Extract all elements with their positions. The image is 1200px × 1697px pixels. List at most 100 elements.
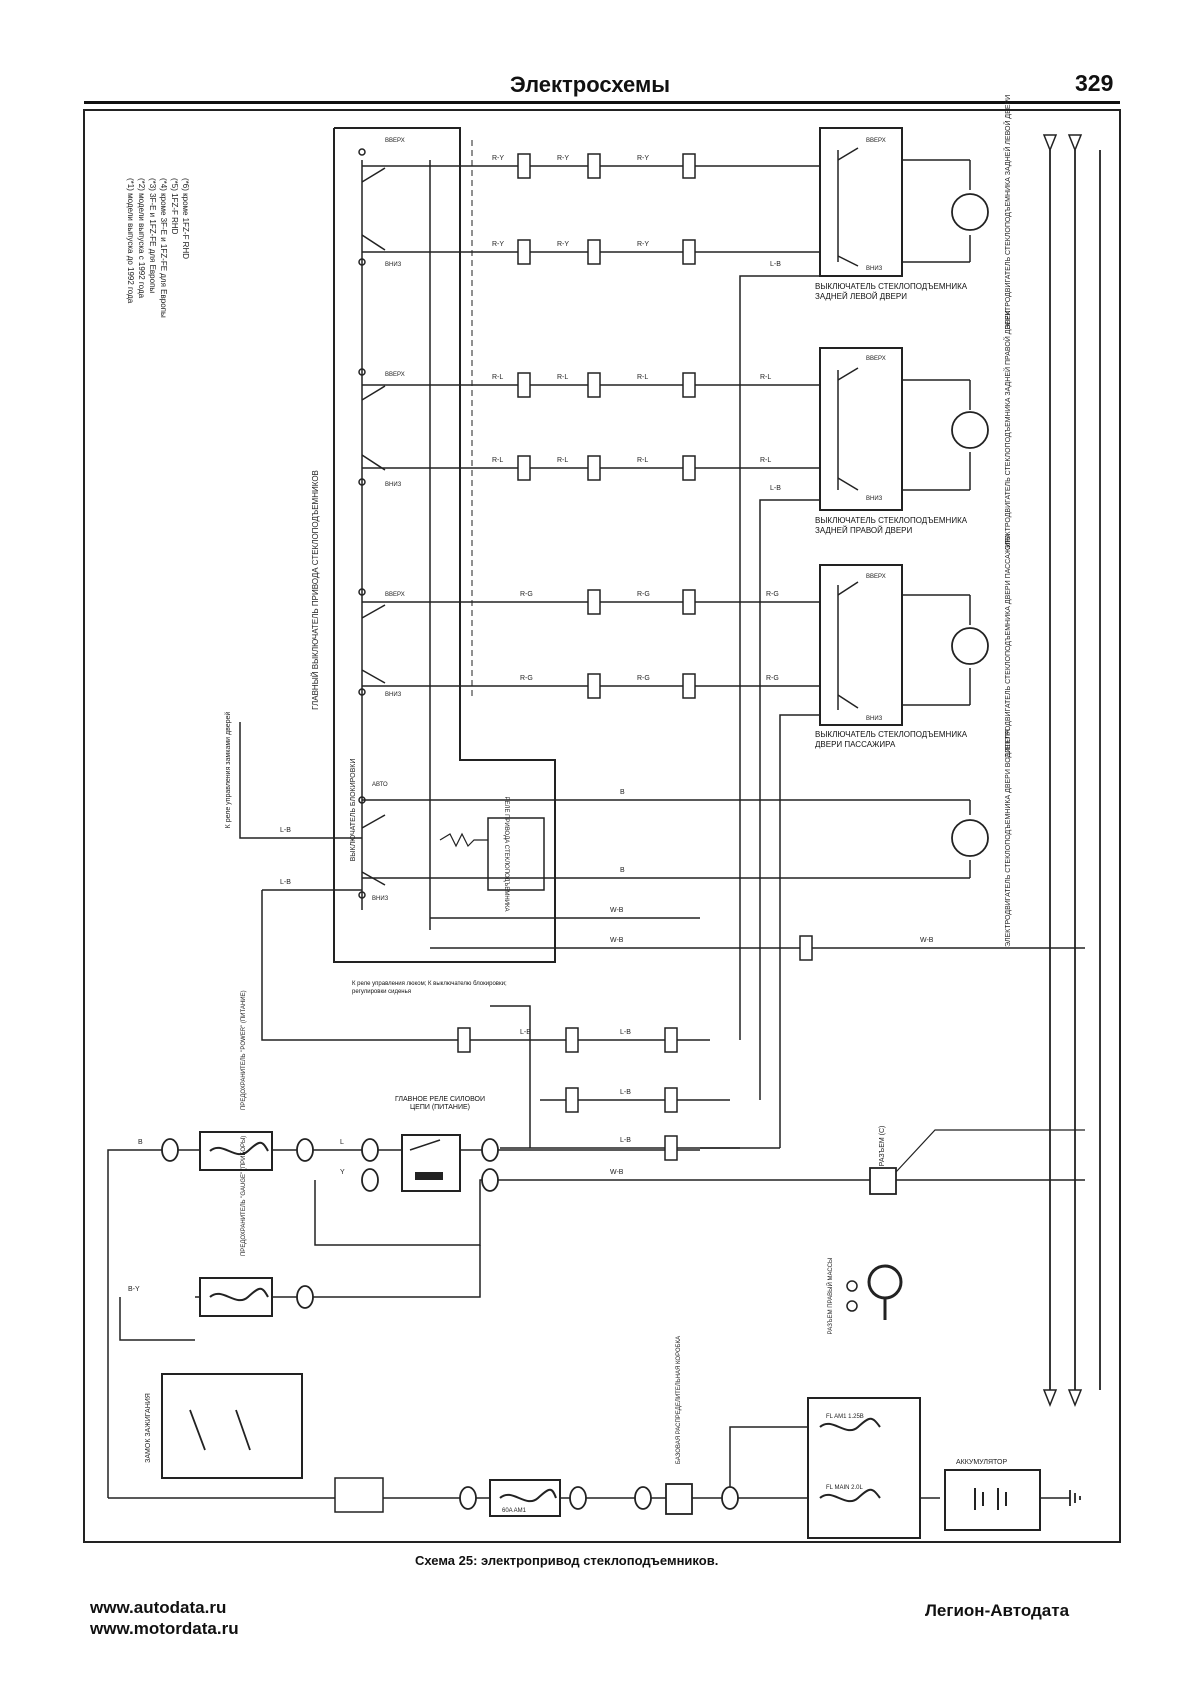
motor-driver-label: ЭЛЕКТРОДВИГАТЕЛЬ СТЕКЛОПОДЪЕМНИКА ДВЕРИ …: [1005, 729, 1012, 947]
rr-term-down: ВНИЗ: [866, 496, 883, 502]
fuse-power-element: [209, 1141, 269, 1156]
ps-term-up: ВВЕРХ: [866, 574, 886, 580]
motor-rear-right-label: ЭЛЕКТРОДВИГАТЕЛЬ СТЕКЛОПОДЪЕМНИКА ЗАДНЕЙ…: [1003, 310, 1012, 549]
ground-point-label: РАЗЪЕМ ПРАВЫЙ МАССЫ: [826, 1258, 834, 1335]
ps-term-down: ВНИЗ: [866, 716, 883, 722]
svg-text:РЕЛЕ ПРИВОДА СТЕКЛОПОДЪЕМНИКА: РЕЛЕ ПРИВОДА СТЕКЛОПОДЪЕМНИКА: [503, 796, 509, 911]
rear-right-switch-box: [819, 347, 903, 511]
motor-rear-left: [951, 193, 989, 231]
svg-text:РАЗЪЕМ ПРАВЫЙ МАССЫ: РАЗЪЕМ ПРАВЫЙ МАССЫ: [826, 1258, 834, 1335]
term-up-1: ВВЕРХ: [385, 138, 405, 144]
page-number: 329: [1075, 70, 1114, 96]
wire-label-rr-up-3: R-L: [637, 374, 648, 381]
svg-text:ЗАМОК ЗАЖИГАНИЯ: ЗАМОК ЗАЖИГАНИЯ: [145, 1393, 152, 1463]
wire-label-lb-7: L-B: [620, 1089, 631, 1096]
wire-label-lb-1: L-B: [770, 261, 781, 268]
svg-text:БАЗОВАЯ РАСПРЕДЕЛИТЕЛЬНАЯ КОРО: БАЗОВАЯ РАСПРЕДЕЛИТЕЛЬНАЯ КОРОБКА: [676, 1336, 682, 1464]
wire-label-ps-up-3: R-G: [766, 591, 779, 598]
door-switch-labels: ВЫКЛЮЧАТЕЛЬ СТЕКЛОПОДЪЕМНИКА ЗАДНЕЙ ЛЕВО…: [815, 282, 968, 749]
fuse-60a-element: [499, 1488, 557, 1503]
wire-label-rl-dn-2: R-Y: [557, 241, 569, 248]
ground-bolt-1: [846, 1280, 858, 1292]
term-down-3: ВНИЗ: [385, 692, 402, 698]
wire-label-rr-dn-2: R-L: [557, 457, 568, 464]
main-switch-box: [333, 127, 556, 963]
svg-text:ВЫКЛЮЧАТЕЛЬ БЛОКИРОВКИ: ВЫКЛЮЧАТЕЛЬ БЛОКИРОВКИ: [350, 759, 357, 862]
junction-box: [665, 1483, 693, 1515]
trunk-arrows: [1042, 134, 1083, 1408]
splice-c-label: РАЗЪЕМ (C): [879, 1126, 886, 1167]
wire-label-lb-5: L-B: [520, 1029, 531, 1036]
resistor: [439, 832, 488, 848]
svg-text:ЭЛЕКТРОДВИГАТЕЛЬ СТЕКЛОПОДЪЕМН: ЭЛЕКТРОДВИГАТЕЛЬ СТЕКЛОПОДЪЕМНИКА ЗАДНЕЙ…: [1003, 310, 1012, 549]
wire-label-wb-1: W-B: [610, 907, 624, 914]
wire-label-ps-up: R-G: [520, 591, 533, 598]
rear-right-switch-label: ВЫКЛЮЧАТЕЛЬ СТЕКЛОПОДЪЕМНИКА ЗАДНЕЙ ПРАВ…: [815, 516, 968, 535]
passenger-switch-box: [819, 564, 903, 726]
term-up-3: ВВЕРХ: [385, 592, 405, 598]
note-2: (*2) модели выпуска с 1992 года: [137, 178, 146, 299]
fusible-links-box: [807, 1397, 921, 1539]
wire-label-rl-dn-3: R-Y: [637, 241, 649, 248]
row-connectors: [517, 153, 813, 961]
figure-caption: Схема 25: электропривод стеклоподъемнико…: [415, 1553, 719, 1568]
term-down-4: ВНИЗ: [372, 896, 389, 902]
to-door-lock-label: К реле управления замками дверей: [224, 712, 232, 829]
wire-label-wb-2: W-B: [610, 937, 624, 944]
right-trunk-lines: [1049, 150, 1101, 1390]
rear-left-switch-label: ВЫКЛЮЧАТЕЛЬ СТЕКЛОПОДЪЕМНИКА ЗАДНЕЙ ЛЕВО…: [815, 282, 968, 301]
wire-label-l: L: [340, 1139, 344, 1146]
wire-label-lb-3: L-B: [280, 827, 291, 834]
svg-text:РАЗЪЕМ (C): РАЗЪЕМ (C): [879, 1126, 886, 1167]
inline-connectors: [161, 1138, 739, 1510]
splice-c-box: [869, 1167, 897, 1195]
fuse-gauge-element: [209, 1287, 269, 1302]
fuse-power-label: ПРЕДОХРАНИТЕЛЬ "POWER" (ПИТАНИЕ): [241, 990, 247, 1110]
wire-label-wb-3: W-B: [920, 937, 934, 944]
rl-term-up: ВВЕРХ: [866, 138, 886, 144]
wire-label-rl-up: R-Y: [492, 155, 504, 162]
fuse-gauge: [199, 1277, 273, 1317]
wire-label-rl-dn: R-Y: [492, 241, 504, 248]
term-up-2: ВВЕРХ: [385, 372, 405, 378]
term-down-1: ВНИЗ: [385, 262, 402, 268]
junction-label: БАЗОВАЯ РАСПРЕДЕЛИТЕЛЬНАЯ КОРОБКА: [676, 1336, 682, 1464]
footer-site-2[interactable]: www.motordata.ru: [90, 1619, 239, 1638]
motor-driver: [951, 819, 989, 857]
ground-bolt-2: [846, 1300, 858, 1312]
svg-text:К реле управления замками двер: К реле управления замками дверей: [224, 712, 232, 829]
wire-label-ps-dn-3: R-G: [766, 675, 779, 682]
fl-main-label: FL MAIN 2.0L: [826, 1485, 863, 1491]
wire-label-by: B-Y: [128, 1286, 140, 1293]
fuse-gauge-label: ПРЕДОХРАНИТЕЛЬ "GAUGE" (ПРИБОРЫ): [241, 1136, 247, 1256]
lower-connectors: [457, 1027, 678, 1161]
main-relay-box: [401, 1134, 461, 1192]
wire-label-wb-4: W-B: [610, 1169, 624, 1176]
wire-label-ps-up-2: R-G: [637, 591, 650, 598]
battery-cells: [974, 1488, 1007, 1510]
fl-am1-label: FL AM1 1.25B: [826, 1414, 864, 1420]
wire-label-rr-up-2: R-L: [557, 374, 568, 381]
wire-label-b-1: B: [138, 1139, 143, 1146]
driver-door-lock-feed: [239, 722, 362, 839]
wire-label-rr-dn-4: R-L: [760, 457, 771, 464]
svg-text:ПРЕДОХРАНИТЕЛЬ "POWER" (ПИТАНИ: ПРЕДОХРАНИТЕЛЬ "POWER" (ПИТАНИЕ): [241, 990, 247, 1110]
fuse-60a-label: 60A AM1: [502, 1508, 527, 1514]
fuse-60a: [489, 1479, 561, 1517]
wire-label-rl-up-3: R-Y: [637, 155, 649, 162]
ignition-switch-box: [161, 1373, 303, 1479]
footer-publisher: Легион-Автодата: [925, 1601, 1070, 1620]
footer-site-1[interactable]: www.autodata.ru: [90, 1598, 227, 1617]
ignition-contacts: [189, 1409, 251, 1451]
term-auto: АВТО: [372, 782, 388, 788]
passenger-switch-label: ВЫКЛЮЧАТЕЛЬ СТЕКЛОПОДЪЕМНИКА ДВЕРИ ПАССА…: [815, 730, 968, 749]
note-5: (*5) 1FZ-F RHD: [170, 178, 179, 235]
note-3: (*3) 3F-E и 1FZ-FE для Европы: [148, 178, 157, 293]
wire-label-lb-2: L-B: [770, 485, 781, 492]
svg-text:ПРЕДОХРАНИТЕЛЬ "GAUGE" (ПРИБОР: ПРЕДОХРАНИТЕЛЬ "GAUGE" (ПРИБОРЫ): [241, 1136, 247, 1256]
battery-label: АККУМУЛЯТОР: [956, 1459, 1007, 1466]
wire-label-lb-4: L-B: [280, 879, 291, 886]
splice-feed: [895, 1129, 1085, 1173]
note-6: (*6) кроме 1FZ-F RHD: [181, 178, 190, 259]
